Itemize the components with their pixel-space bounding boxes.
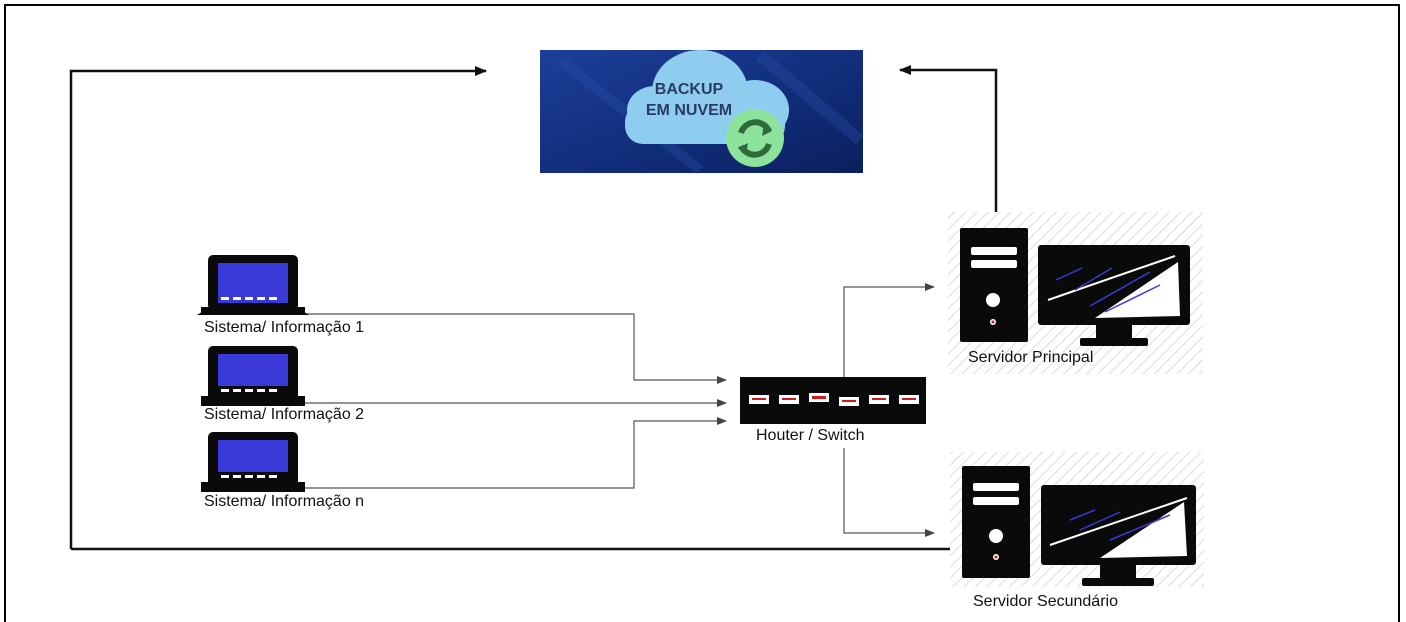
switch-ports <box>749 393 919 406</box>
laptop-icon <box>201 432 305 492</box>
laptop-keyboard <box>221 297 277 300</box>
switch-to-secondary-line <box>843 448 935 537</box>
switch-to-primary-line <box>843 283 935 377</box>
backup-connections <box>69 65 998 551</box>
client1-to-switch-line <box>270 313 727 384</box>
primary-to-cloud-line <box>899 65 998 225</box>
primary-server-label: Servidor Principal <box>968 349 1094 366</box>
cloud-backup-image: BACKUP EM NUVEM <box>540 50 864 174</box>
switch-label: Houter / Switch <box>756 427 865 444</box>
client-1-label: Sistema/ Informação 1 <box>204 319 365 336</box>
secondary-to-cloud-line <box>69 66 487 549</box>
secondary-server-label: Servidor Secundário <box>973 593 1118 610</box>
switch-icon <box>740 377 926 424</box>
sync-icon <box>726 109 784 167</box>
diagram-frame <box>4 4 1400 622</box>
secondary-server-icon <box>950 452 1204 587</box>
laptop-icon <box>201 346 305 406</box>
screen-glitch <box>1069 509 1171 541</box>
client-2-label: Sistema/ Informação 2 <box>204 406 365 423</box>
cloud-title-line2: EM NUVEM <box>646 102 732 119</box>
clientn-to-switch-line <box>270 417 727 489</box>
screen-glitch <box>1055 267 1161 313</box>
cloud-title-line1: BACKUP <box>655 81 724 98</box>
laptop-icon <box>197 255 309 315</box>
primary-server-icon <box>948 212 1203 374</box>
lan-connections <box>270 283 935 537</box>
client-n-label: Sistema/ Informação n <box>204 493 365 510</box>
